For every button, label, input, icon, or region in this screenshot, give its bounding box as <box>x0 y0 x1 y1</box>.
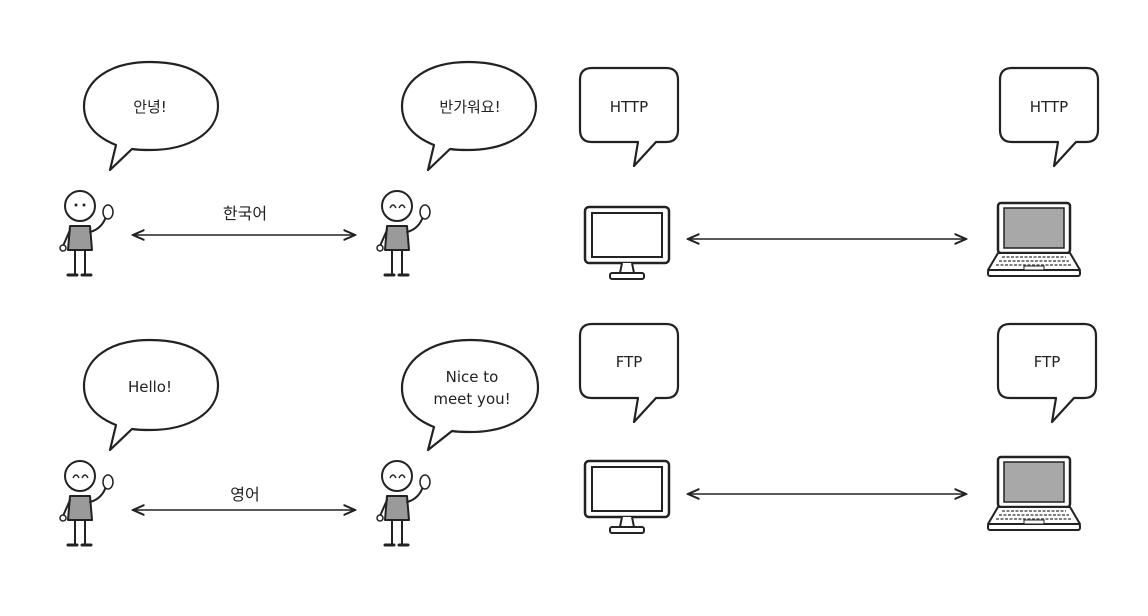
person-icon <box>58 459 115 547</box>
person-face <box>72 474 89 479</box>
protocol-label-ftp-client: FTP <box>615 353 643 371</box>
laptop-icon <box>986 455 1082 532</box>
person-icon <box>375 459 432 547</box>
protocol-label-ftp-server: FTP <box>1033 353 1061 371</box>
person-face <box>74 203 86 207</box>
speech-bubble-icon <box>996 322 1098 424</box>
speech-text-hello-english: Hello! <box>127 378 173 396</box>
speech-bubble-icon <box>82 60 220 172</box>
speech-bubble-icon <box>400 338 540 452</box>
language-label-korean: 한국어 <box>222 204 268 223</box>
monitor-icon <box>583 205 671 281</box>
speech-text-nice-to-meet-korean: 반가워요! <box>439 98 501 116</box>
laptop-icon <box>986 201 1082 278</box>
language-label-english: 영어 <box>230 485 260 504</box>
person-face <box>389 204 406 209</box>
speech-bubble-icon <box>998 66 1100 168</box>
speech-bubble-icon <box>400 60 538 172</box>
speech-text-nice-to-meet-english: Nice to meet you! <box>433 368 511 408</box>
monitor-icon <box>583 459 671 535</box>
speech-bubble-icon <box>578 66 680 168</box>
protocol-label-http-client: HTTP <box>609 98 649 116</box>
person-face <box>389 474 406 479</box>
person-icon <box>58 189 115 277</box>
person-icon <box>375 189 432 277</box>
speech-text-hello-korean: 안녕! <box>133 98 167 116</box>
speech-bubble-icon <box>578 322 680 424</box>
speech-bubble-icon <box>82 338 220 452</box>
protocol-label-http-server: HTTP <box>1029 98 1069 116</box>
